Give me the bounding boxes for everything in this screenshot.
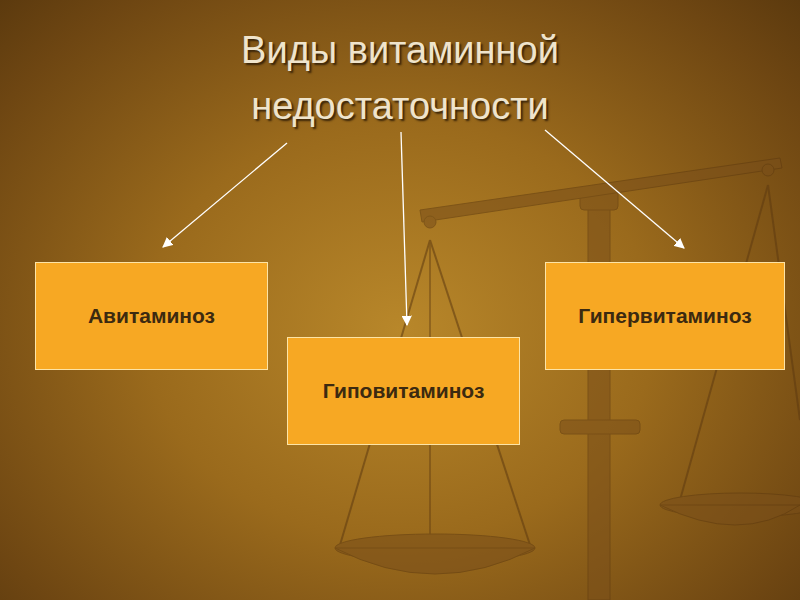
box-label: Гипервитаминоз <box>578 304 751 328</box>
box-label: Авитаминоз <box>88 304 215 328</box>
diagram-title: Виды витаминной недостаточности <box>180 22 620 134</box>
process-box: Гипервитаминоз <box>545 262 785 370</box>
process-box: Авитаминоз <box>35 262 268 370</box>
process-box: Гиповитаминоз <box>287 337 520 445</box>
box-label: Гиповитаминоз <box>323 379 485 403</box>
